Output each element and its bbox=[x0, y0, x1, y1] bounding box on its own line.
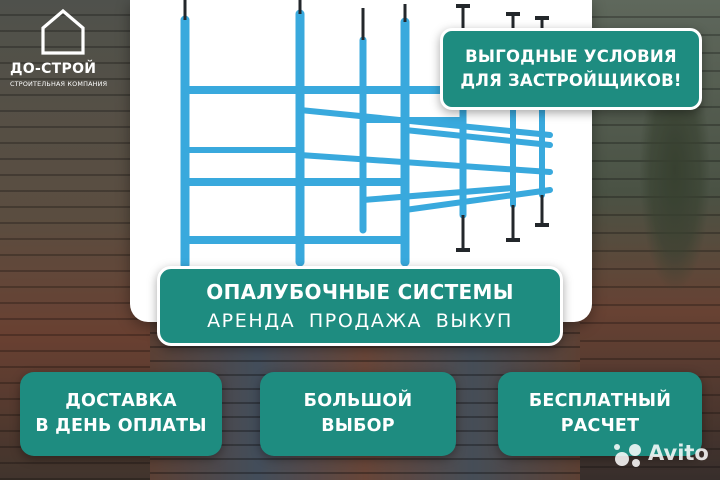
promo-card: ВЫГОДНЫЕ УСЛОВИЯ ДЛЯ ЗАСТРОЙЩИКОВ! bbox=[440, 28, 702, 110]
watermark-text: Avito bbox=[648, 441, 709, 465]
company-subtitle: СТРОИТЕЛЬНАЯ КОМПАНИЯ bbox=[10, 80, 108, 88]
avito-watermark: Avito bbox=[606, 438, 716, 472]
feature-card-selection: БОЛЬШОЙ ВЫБОР bbox=[260, 372, 456, 456]
company-logo: ДО-СТРОЙ СТРОИТЕЛЬНАЯ КОМПАНИЯ bbox=[8, 8, 116, 88]
avito-dots-icon bbox=[614, 444, 641, 467]
headline-title: ОПАЛУБОЧНЫЕ СИСТЕМЫ bbox=[206, 280, 514, 304]
promo-line-2: ДЛЯ ЗАСТРОЙЩИКОВ! bbox=[460, 71, 682, 90]
feature-line-2: В ДЕНЬ ОПЛАТЫ bbox=[35, 416, 207, 436]
feature-card-delivery: ДОСТАВКА В ДЕНЬ ОПЛАТЫ bbox=[20, 372, 222, 456]
feature-line-2: РАСЧЕТ bbox=[560, 416, 640, 436]
company-name: ДО-СТРОЙ bbox=[10, 61, 97, 77]
feature-line-1: ДОСТАВКА bbox=[65, 391, 177, 411]
headline-card: ОПАЛУБОЧНЫЕ СИСТЕМЫ АРЕНДА ПРОДАЖА ВЫКУП bbox=[157, 266, 563, 346]
background-tree bbox=[640, 90, 710, 290]
feature-line-2: ВЫБОР bbox=[321, 416, 395, 436]
scaffold-image bbox=[180, 0, 553, 270]
feature-card-calculation: БЕСПЛАТНЫЙ РАСЧЕТ bbox=[498, 372, 702, 456]
headline-subtitle: АРЕНДА ПРОДАЖА ВЫКУП bbox=[207, 310, 513, 332]
feature-line-1: БЕСПЛАТНЫЙ bbox=[528, 391, 672, 411]
promo-line-1: ВЫГОДНЫЕ УСЛОВИЯ bbox=[465, 47, 677, 66]
house-outline-icon bbox=[41, 8, 85, 55]
feature-line-1: БОЛЬШОЙ bbox=[303, 391, 413, 411]
